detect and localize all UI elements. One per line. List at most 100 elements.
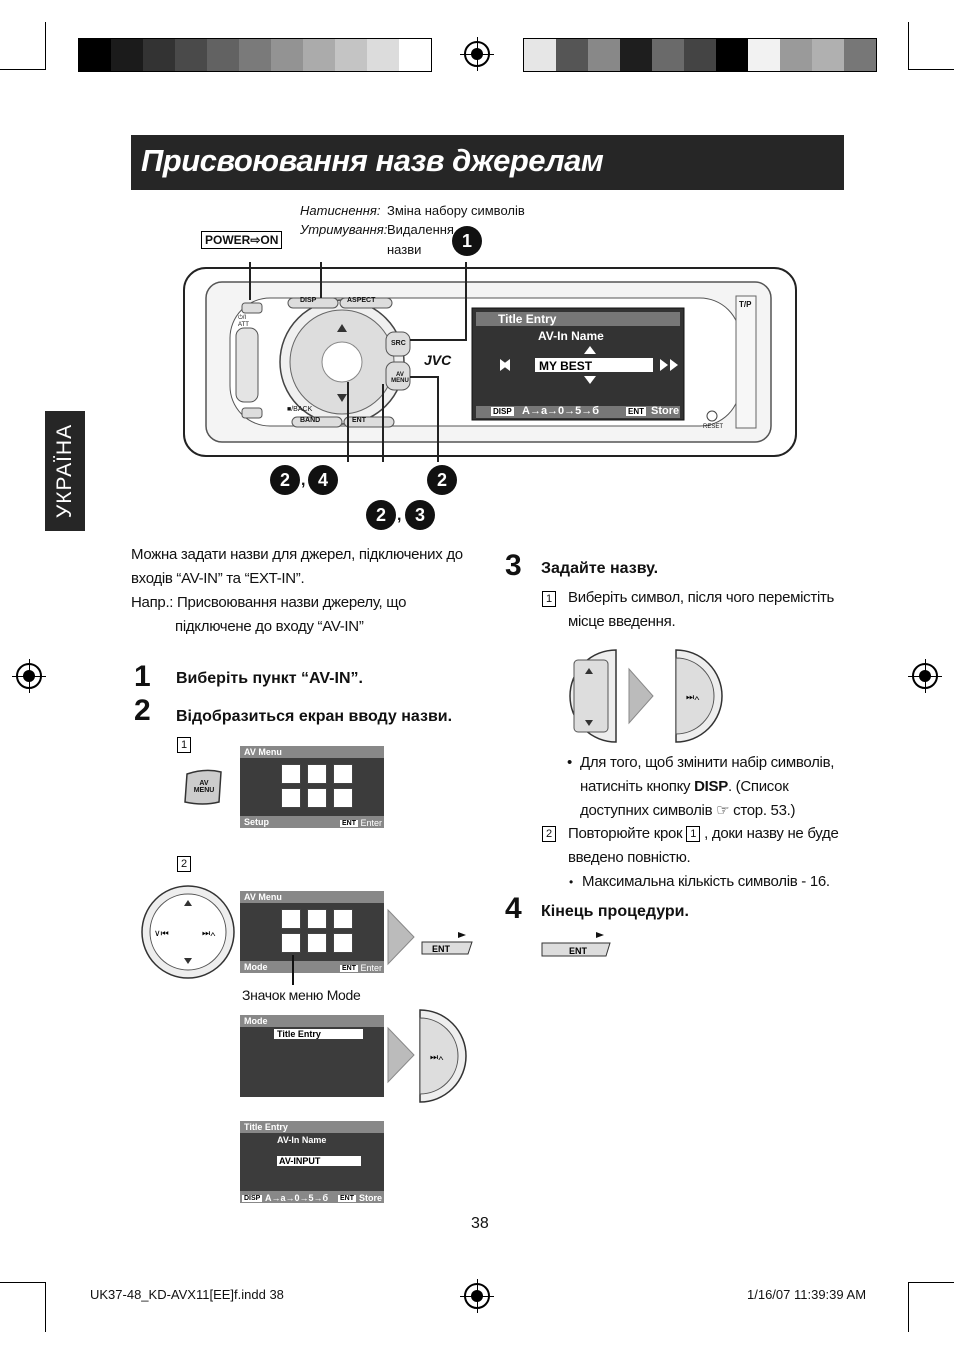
ent-button-icon: ENT xyxy=(541,932,611,957)
crop-mark xyxy=(908,1282,954,1283)
screen-title: AV Menu xyxy=(240,746,384,758)
title-entry-item: Title Entry xyxy=(274,1029,363,1039)
step-3-bullet1-line-3: доступних символів ☞ стор. 53.) xyxy=(580,802,796,819)
screen-value: AV-INPUT xyxy=(277,1156,361,1166)
step-4-text: Кінець процедури. xyxy=(541,903,689,920)
intro-line-2: входів “AV-IN” та “EXT-IN”. xyxy=(131,570,305,587)
screen-av-menu-setup: AV Menu Setup ENT Enter xyxy=(240,746,384,828)
screen-subtitle: AV-In Name xyxy=(538,329,604,343)
setup-gear-icon xyxy=(281,764,301,784)
footer-file: UK37-48_KD-AVX11[EE]f.indd 38 xyxy=(90,1287,284,1302)
button-att: ⏻/I ATT xyxy=(238,315,249,328)
label-hold: Утримування: xyxy=(300,222,388,237)
mode-icon xyxy=(281,933,301,953)
control-dial-icon: ∨⏮ ⏭∧ xyxy=(141,885,235,979)
tp-label: T/P xyxy=(739,300,752,309)
setup-label: Setup xyxy=(244,817,270,827)
registration-mark-icon xyxy=(12,659,46,693)
enter-label: Enter xyxy=(360,963,382,973)
ent-button-icon: ENT xyxy=(421,932,473,955)
ent-tag: ENT xyxy=(340,820,358,827)
dial-right-half-icon: ⏭∧ xyxy=(675,649,723,743)
mode-icon xyxy=(281,788,301,808)
step-3-text: Задайте назву. xyxy=(541,560,659,577)
arrow-right-icon xyxy=(387,1026,415,1084)
disp-tag: DISP xyxy=(242,1195,263,1202)
crop-mark xyxy=(908,69,954,70)
registration-mark-icon xyxy=(908,659,942,693)
setup-gear-icon xyxy=(281,909,301,929)
callout-1: 1 xyxy=(452,226,482,256)
color-bar-right xyxy=(523,38,877,72)
svg-text:⏭∧: ⏭∧ xyxy=(430,1052,444,1062)
list-icon xyxy=(307,933,327,953)
callout-3: 3 xyxy=(405,500,435,530)
arrow-right-icon xyxy=(387,908,415,966)
footer-date: 1/16/07 11:39:39 AM xyxy=(747,1287,867,1302)
power-on-label: POWER⇨ON xyxy=(201,231,283,249)
page-title: Присвоювання назв джерелам xyxy=(141,143,604,178)
arrow-right-icon xyxy=(628,667,654,725)
bullet-text: . (Список xyxy=(727,778,789,795)
button-src: SRC xyxy=(391,340,406,347)
screen-title: Mode xyxy=(240,1015,384,1027)
screen-title: Title Entry xyxy=(240,1121,384,1133)
page-number: 38 xyxy=(471,1215,489,1232)
callout-2: 2 xyxy=(366,500,396,530)
svg-text:⏭∧: ⏭∧ xyxy=(686,692,700,702)
substep-number: 2 xyxy=(542,826,556,842)
label-hold-text-1: Видалення xyxy=(387,222,454,237)
screen-title-entry: Title Entry AV-In Name AV-INPUT DISP A→a… xyxy=(240,1121,384,1203)
page-title-bar: Присвоювання назв джерелам xyxy=(131,135,844,190)
screen-disp-tag: DISP xyxy=(491,407,514,416)
eq-icon xyxy=(307,764,327,784)
bullet: • xyxy=(569,875,574,889)
dial-left-half-icon xyxy=(569,649,617,743)
screen-store: Store xyxy=(651,405,680,417)
disc-icon xyxy=(333,909,353,929)
svg-text:ENT: ENT xyxy=(432,944,451,954)
screen-ent-tag: ENT xyxy=(626,407,646,416)
label-press-text: Зміна набору символів xyxy=(387,203,525,218)
crop-mark xyxy=(45,22,46,70)
bullet-text: натисніть кнопку xyxy=(580,778,695,795)
callout-separator: , xyxy=(397,507,402,524)
button-ent: ENT xyxy=(352,417,366,424)
step-4-number: 4 xyxy=(505,892,522,925)
svg-text:⏭∧: ⏭∧ xyxy=(202,928,216,938)
registration-mark-icon xyxy=(460,37,494,71)
screen-title: Title Entry xyxy=(498,312,557,326)
label-hold-text-2: назви xyxy=(387,242,422,257)
step-3-sub1-line-2: місце введення. xyxy=(568,613,676,630)
crop-mark xyxy=(0,69,45,70)
av-menu-button-icon xyxy=(184,769,222,805)
color-bar-left xyxy=(78,38,432,72)
enter-label: Enter xyxy=(360,818,382,828)
substep-number: 1 xyxy=(177,737,191,753)
bluetooth-icon xyxy=(333,933,353,953)
screen-subtitle: AV-In Name xyxy=(277,1135,327,1145)
disp-button-ref: DISP xyxy=(694,778,728,795)
button-disp: DISP xyxy=(300,297,317,304)
substep-number: 2 xyxy=(177,856,191,872)
svg-text:∨⏮: ∨⏮ xyxy=(154,928,169,938)
step-ref-box: 1 xyxy=(686,826,701,843)
substep-number: 1 xyxy=(542,591,556,607)
svg-text:ENT: ENT xyxy=(569,946,588,956)
dial-right-half-icon: ⏭∧ xyxy=(419,1009,467,1103)
charset-label: A→a→0→5→б xyxy=(265,1193,329,1203)
intro-line-1: Можна задати назви для джерел, підключен… xyxy=(131,546,463,563)
step-3-number: 3 xyxy=(505,549,522,582)
button-av-menu: AV MENU xyxy=(391,372,409,384)
intro-line-4: підключене до входу “AV-IN” xyxy=(175,618,364,635)
screen-charset: A→a→0→5→б xyxy=(522,405,600,417)
av-menu-button-label: AV MENU xyxy=(193,780,215,794)
store-label: Store xyxy=(358,1193,382,1203)
step-3-bullet1-line-2: натисніть кнопку DISP. (Список xyxy=(580,775,789,799)
ent-tag: ENT xyxy=(340,965,358,972)
callout-2: 2 xyxy=(427,465,457,495)
substep-text: , доки назву не буде xyxy=(704,825,839,842)
substep-text: Повторюйте крок xyxy=(568,825,687,842)
language-side-tab: УКРАЇНА xyxy=(45,411,85,531)
side-tab-label: УКРАЇНА xyxy=(53,423,76,519)
